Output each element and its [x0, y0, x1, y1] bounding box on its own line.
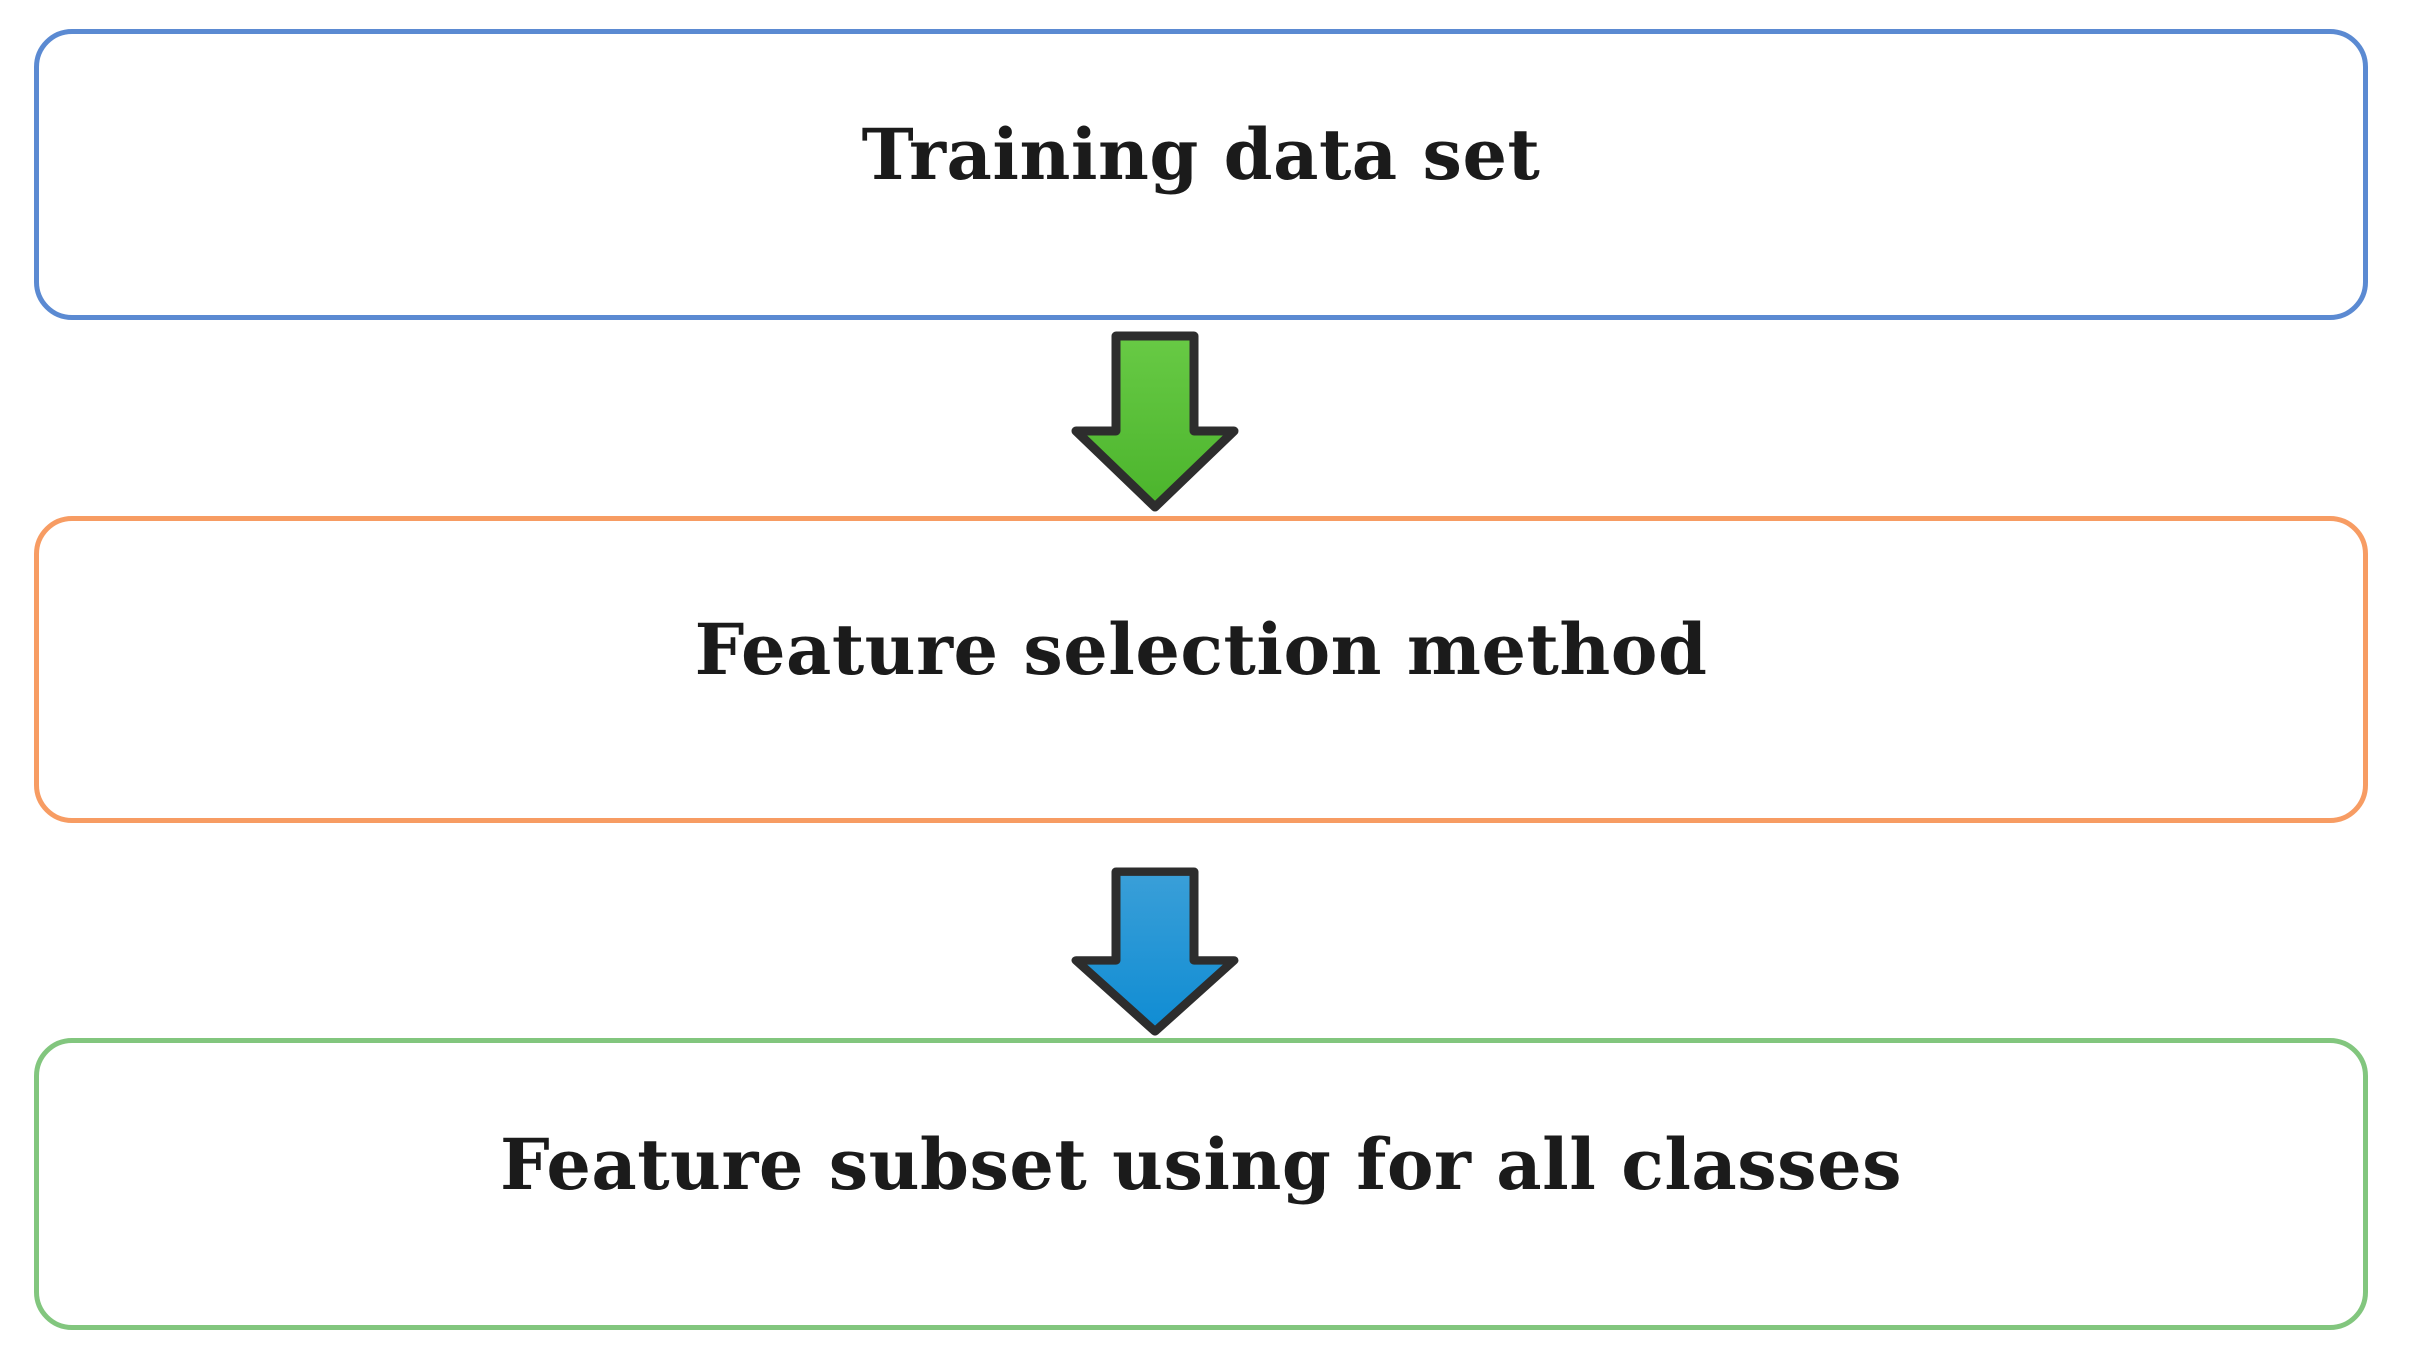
down-arrow-icon [1071, 331, 1239, 512]
down-arrow-icon [1071, 867, 1239, 1036]
node-feature-subset-all-classes-label: Feature subset using for all classes [499, 1122, 1903, 1206]
down-arrow-shape [1071, 867, 1239, 1036]
node-feature-selection-method: Feature selection method [34, 516, 2368, 823]
node-training-data-set: Training data set [34, 29, 2368, 320]
node-feature-subset-all-classes: Feature subset using for all classes [34, 1038, 2368, 1330]
down-arrow-shape [1071, 331, 1239, 512]
node-feature-selection-method-label: Feature selection method [694, 608, 1708, 691]
node-training-data-set-label: Training data set [861, 113, 1541, 196]
